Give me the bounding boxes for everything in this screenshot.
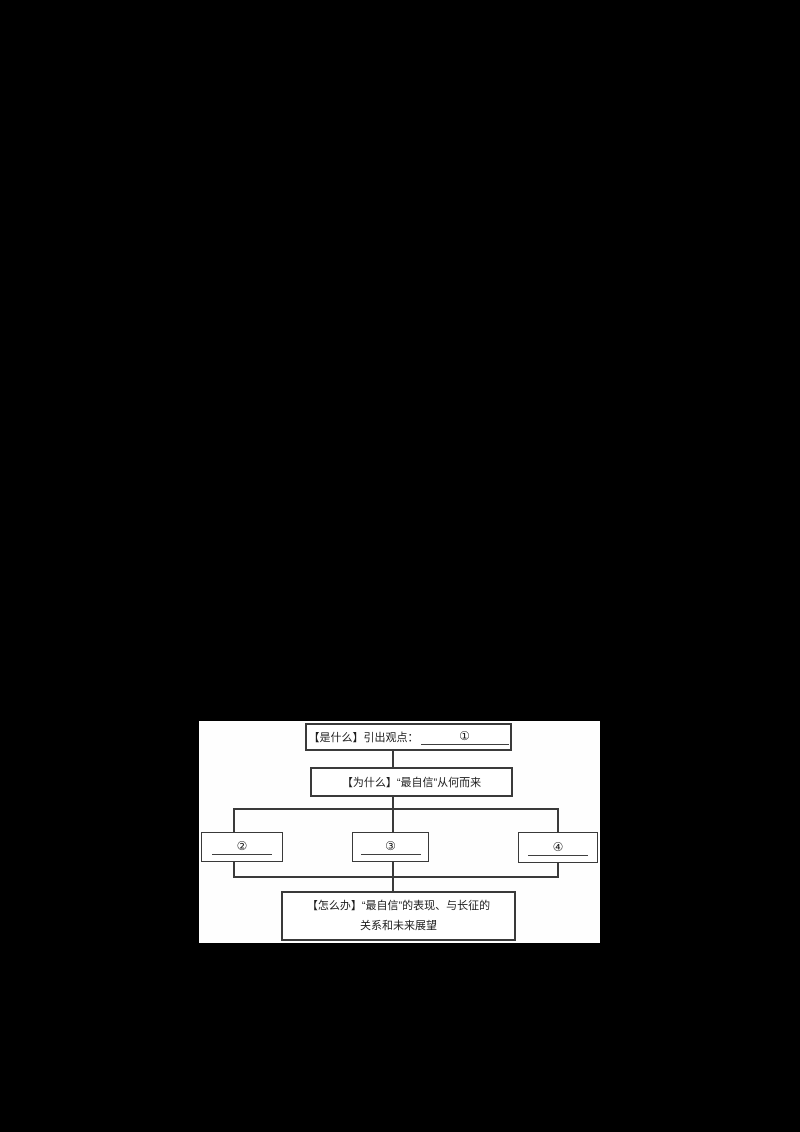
box-what-label: 【是什么】引出观点： <box>308 732 419 744</box>
flowchart-box-how: 【怎么办】“最自信”的表现、与长征的 关系和未来展望 <box>281 891 516 941</box>
connector-what-to-why <box>392 751 394 767</box>
flowchart-box-why: 【为什么】“最自信”从何而来 <box>310 767 513 797</box>
blank-underline-2: ② <box>212 839 272 855</box>
branch-box-4: ④ <box>518 832 598 863</box>
box-why-label: 【为什么】“最自信”从何而来 <box>341 777 482 789</box>
flowchart-box-what: 【是什么】引出观点： ① <box>305 723 512 751</box>
box-how-line1: 【怎么办】“最自信”的表现、与长征的 <box>306 900 491 912</box>
blank-marker-3: ③ <box>385 839 396 853</box>
box-how-line2: 关系和未来展望 <box>360 920 437 932</box>
blank-marker-1: ① <box>459 729 470 743</box>
blank-underline-3: ③ <box>360 839 421 855</box>
diagram-panel: 【是什么】引出观点： ① 【为什么】“最自信”从何而来 ② ③ ④ 【怎么办】“最… <box>199 721 600 943</box>
blank-underline-1: ① <box>420 729 509 745</box>
blank-marker-2: ② <box>236 839 248 853</box>
blank-underline-4: ④ <box>528 840 588 856</box>
blank-marker-4: ④ <box>552 839 564 854</box>
branch-box-2: ② <box>201 832 283 862</box>
branch-box-3: ③ <box>352 832 429 862</box>
